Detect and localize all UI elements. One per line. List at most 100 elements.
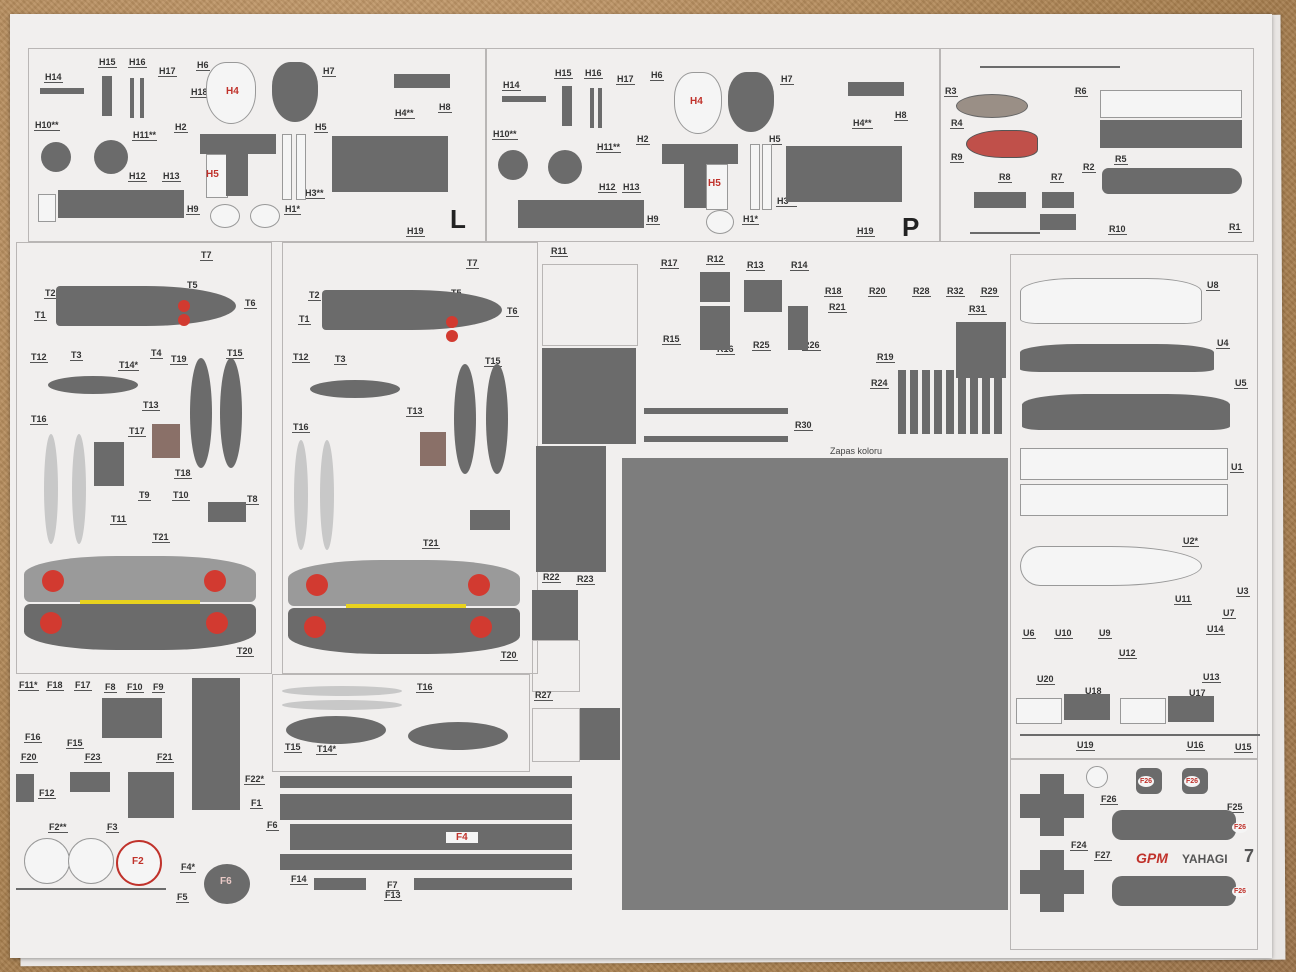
label: R29 — [980, 286, 999, 297]
part — [210, 204, 240, 228]
label: U13 — [1202, 672, 1221, 683]
label: H17 — [158, 66, 177, 77]
part — [208, 502, 246, 522]
part — [700, 306, 730, 350]
label: U4 — [1216, 338, 1230, 349]
part — [1022, 394, 1230, 430]
part-frame — [542, 264, 638, 346]
label: R2 — [1082, 162, 1096, 173]
part — [414, 878, 572, 890]
roundel — [178, 314, 190, 326]
label: H8 — [894, 110, 908, 121]
label: T4 — [150, 348, 163, 359]
part — [70, 772, 110, 792]
label: T3 — [334, 354, 347, 365]
part — [1020, 448, 1228, 480]
label: R14 — [790, 260, 809, 271]
roundel — [42, 570, 64, 592]
label: T3 — [70, 350, 83, 361]
part — [206, 62, 256, 124]
part — [280, 776, 572, 788]
label: U7 — [1222, 608, 1236, 619]
u-block — [1010, 254, 1258, 760]
label: U2* — [1182, 536, 1200, 547]
label: R4 — [950, 118, 964, 129]
part — [786, 146, 902, 202]
label: R15 — [662, 334, 681, 345]
float-part — [454, 364, 476, 474]
part — [1020, 484, 1228, 516]
part — [980, 66, 1050, 68]
decal-text: F2 — [132, 856, 144, 867]
label: H10** — [34, 120, 60, 131]
label: H12 — [598, 182, 617, 193]
label: T21 — [152, 532, 170, 543]
float-part — [220, 358, 242, 468]
label: H4** — [394, 108, 415, 119]
label: R18 — [824, 286, 843, 297]
part — [662, 144, 738, 164]
part — [548, 150, 582, 184]
h-block-right — [486, 48, 940, 242]
label: R13 — [746, 260, 765, 271]
part — [1050, 66, 1120, 68]
part — [970, 232, 1040, 234]
part — [1168, 696, 1214, 722]
label: H15 — [98, 57, 117, 68]
label: R17 — [660, 258, 679, 269]
part — [226, 154, 248, 196]
decal-text: F26 — [1184, 776, 1201, 787]
roundel — [40, 612, 62, 634]
label: F18 — [46, 680, 64, 691]
part — [762, 144, 772, 210]
label: R19 — [876, 352, 895, 363]
part — [94, 442, 124, 486]
part — [532, 590, 578, 640]
part — [684, 164, 706, 208]
decal-text: H4 — [226, 86, 239, 97]
label: H7 — [780, 74, 794, 85]
float-part — [286, 716, 386, 744]
part — [290, 824, 572, 850]
label: T1 — [34, 310, 47, 321]
label: H9 — [186, 204, 200, 215]
decal-text: H4 — [690, 96, 703, 107]
part — [1112, 876, 1236, 906]
part — [518, 200, 644, 228]
label: F20 — [20, 752, 38, 763]
roundel — [470, 616, 492, 638]
model-name: YAHAGI — [1182, 852, 1228, 866]
label: U10 — [1054, 628, 1073, 639]
part — [470, 510, 510, 530]
label: F11* — [18, 680, 39, 691]
side-letter-p: P — [902, 212, 920, 242]
label: H17 — [616, 74, 635, 85]
part — [420, 432, 446, 466]
part — [848, 82, 904, 96]
part — [1016, 698, 1062, 724]
label: R25 — [752, 340, 771, 351]
label: R23 — [576, 574, 595, 585]
fuselage-part — [322, 290, 502, 330]
label: R3 — [944, 86, 958, 97]
part — [394, 74, 450, 88]
label: F13 — [384, 890, 402, 901]
part — [750, 144, 760, 210]
part — [502, 96, 546, 102]
part — [38, 194, 56, 222]
color-reserve-label: Zapas koloru — [830, 446, 883, 456]
label: R32 — [946, 286, 965, 297]
label: T14* — [118, 360, 140, 371]
part — [282, 134, 292, 200]
label: R26 — [802, 340, 821, 351]
t-strip — [272, 674, 530, 772]
decal-text: F26 — [1232, 886, 1249, 897]
label: F7 — [386, 880, 399, 891]
label: H14 — [44, 72, 63, 83]
decal-text: F4 — [446, 832, 478, 843]
decal-text: F26 — [1138, 776, 1155, 787]
side-letter-l: L — [450, 204, 466, 234]
float-part — [282, 700, 402, 710]
label: T15 — [226, 348, 244, 359]
label: F16 — [24, 732, 42, 743]
